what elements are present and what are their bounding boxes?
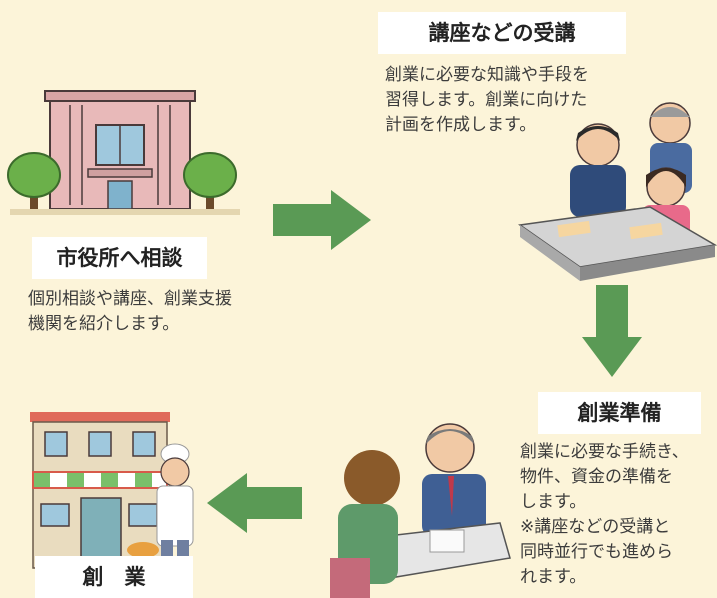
course-step-description: 創業に必要な知識や手段を 習得します。創業に向けた 計画を作成します。 (385, 63, 589, 138)
course-step-title: 講座などの受講 (378, 12, 626, 54)
arrow-right-icon (273, 190, 371, 250)
prepare-step-description: 創業に必要な手続き、 物件、資金の準備を します。 ※講座などの受講と 同時並行… (520, 440, 689, 590)
launch-step-title: 創 業 (35, 556, 193, 598)
prepare-desc-line: 創業に必要な手続き、 (520, 442, 689, 462)
prepare-desc-line: れます。 (520, 567, 587, 587)
prepare-desc-line: 物件、資金の準備を (520, 467, 673, 487)
consultation-illustration (330, 423, 511, 598)
classroom-illustration (518, 102, 717, 281)
consult-step-description: 個別相談や講座、創業支援 機関を紹介します。 (28, 287, 232, 337)
consult-desc-line: 個別相談や講座、創業支援 (28, 289, 232, 309)
course-desc-line: 習得します。創業に向けた (385, 90, 588, 110)
course-desc-line: 計画を作成します。 (385, 115, 537, 135)
arrow-left-icon (207, 473, 302, 533)
tree-left (7, 152, 61, 213)
shop-illustration (30, 412, 194, 572)
tree-right (183, 152, 237, 213)
prepare-desc-line: します。 (520, 492, 587, 512)
city-hall-illustration (7, 90, 240, 215)
arrow-down-icon (582, 285, 642, 377)
course-desc-line: 創業に必要な知識や手段を (385, 65, 589, 85)
prepare-step-title: 創業準備 (538, 392, 701, 434)
prepare-desc-line: ※講座などの受講と (520, 517, 671, 537)
prepare-desc-line: 同時並行でも進めら (520, 542, 673, 562)
consult-desc-line: 機関を紹介します。 (28, 314, 180, 334)
consult-step-title: 市役所へ相談 (32, 237, 207, 279)
